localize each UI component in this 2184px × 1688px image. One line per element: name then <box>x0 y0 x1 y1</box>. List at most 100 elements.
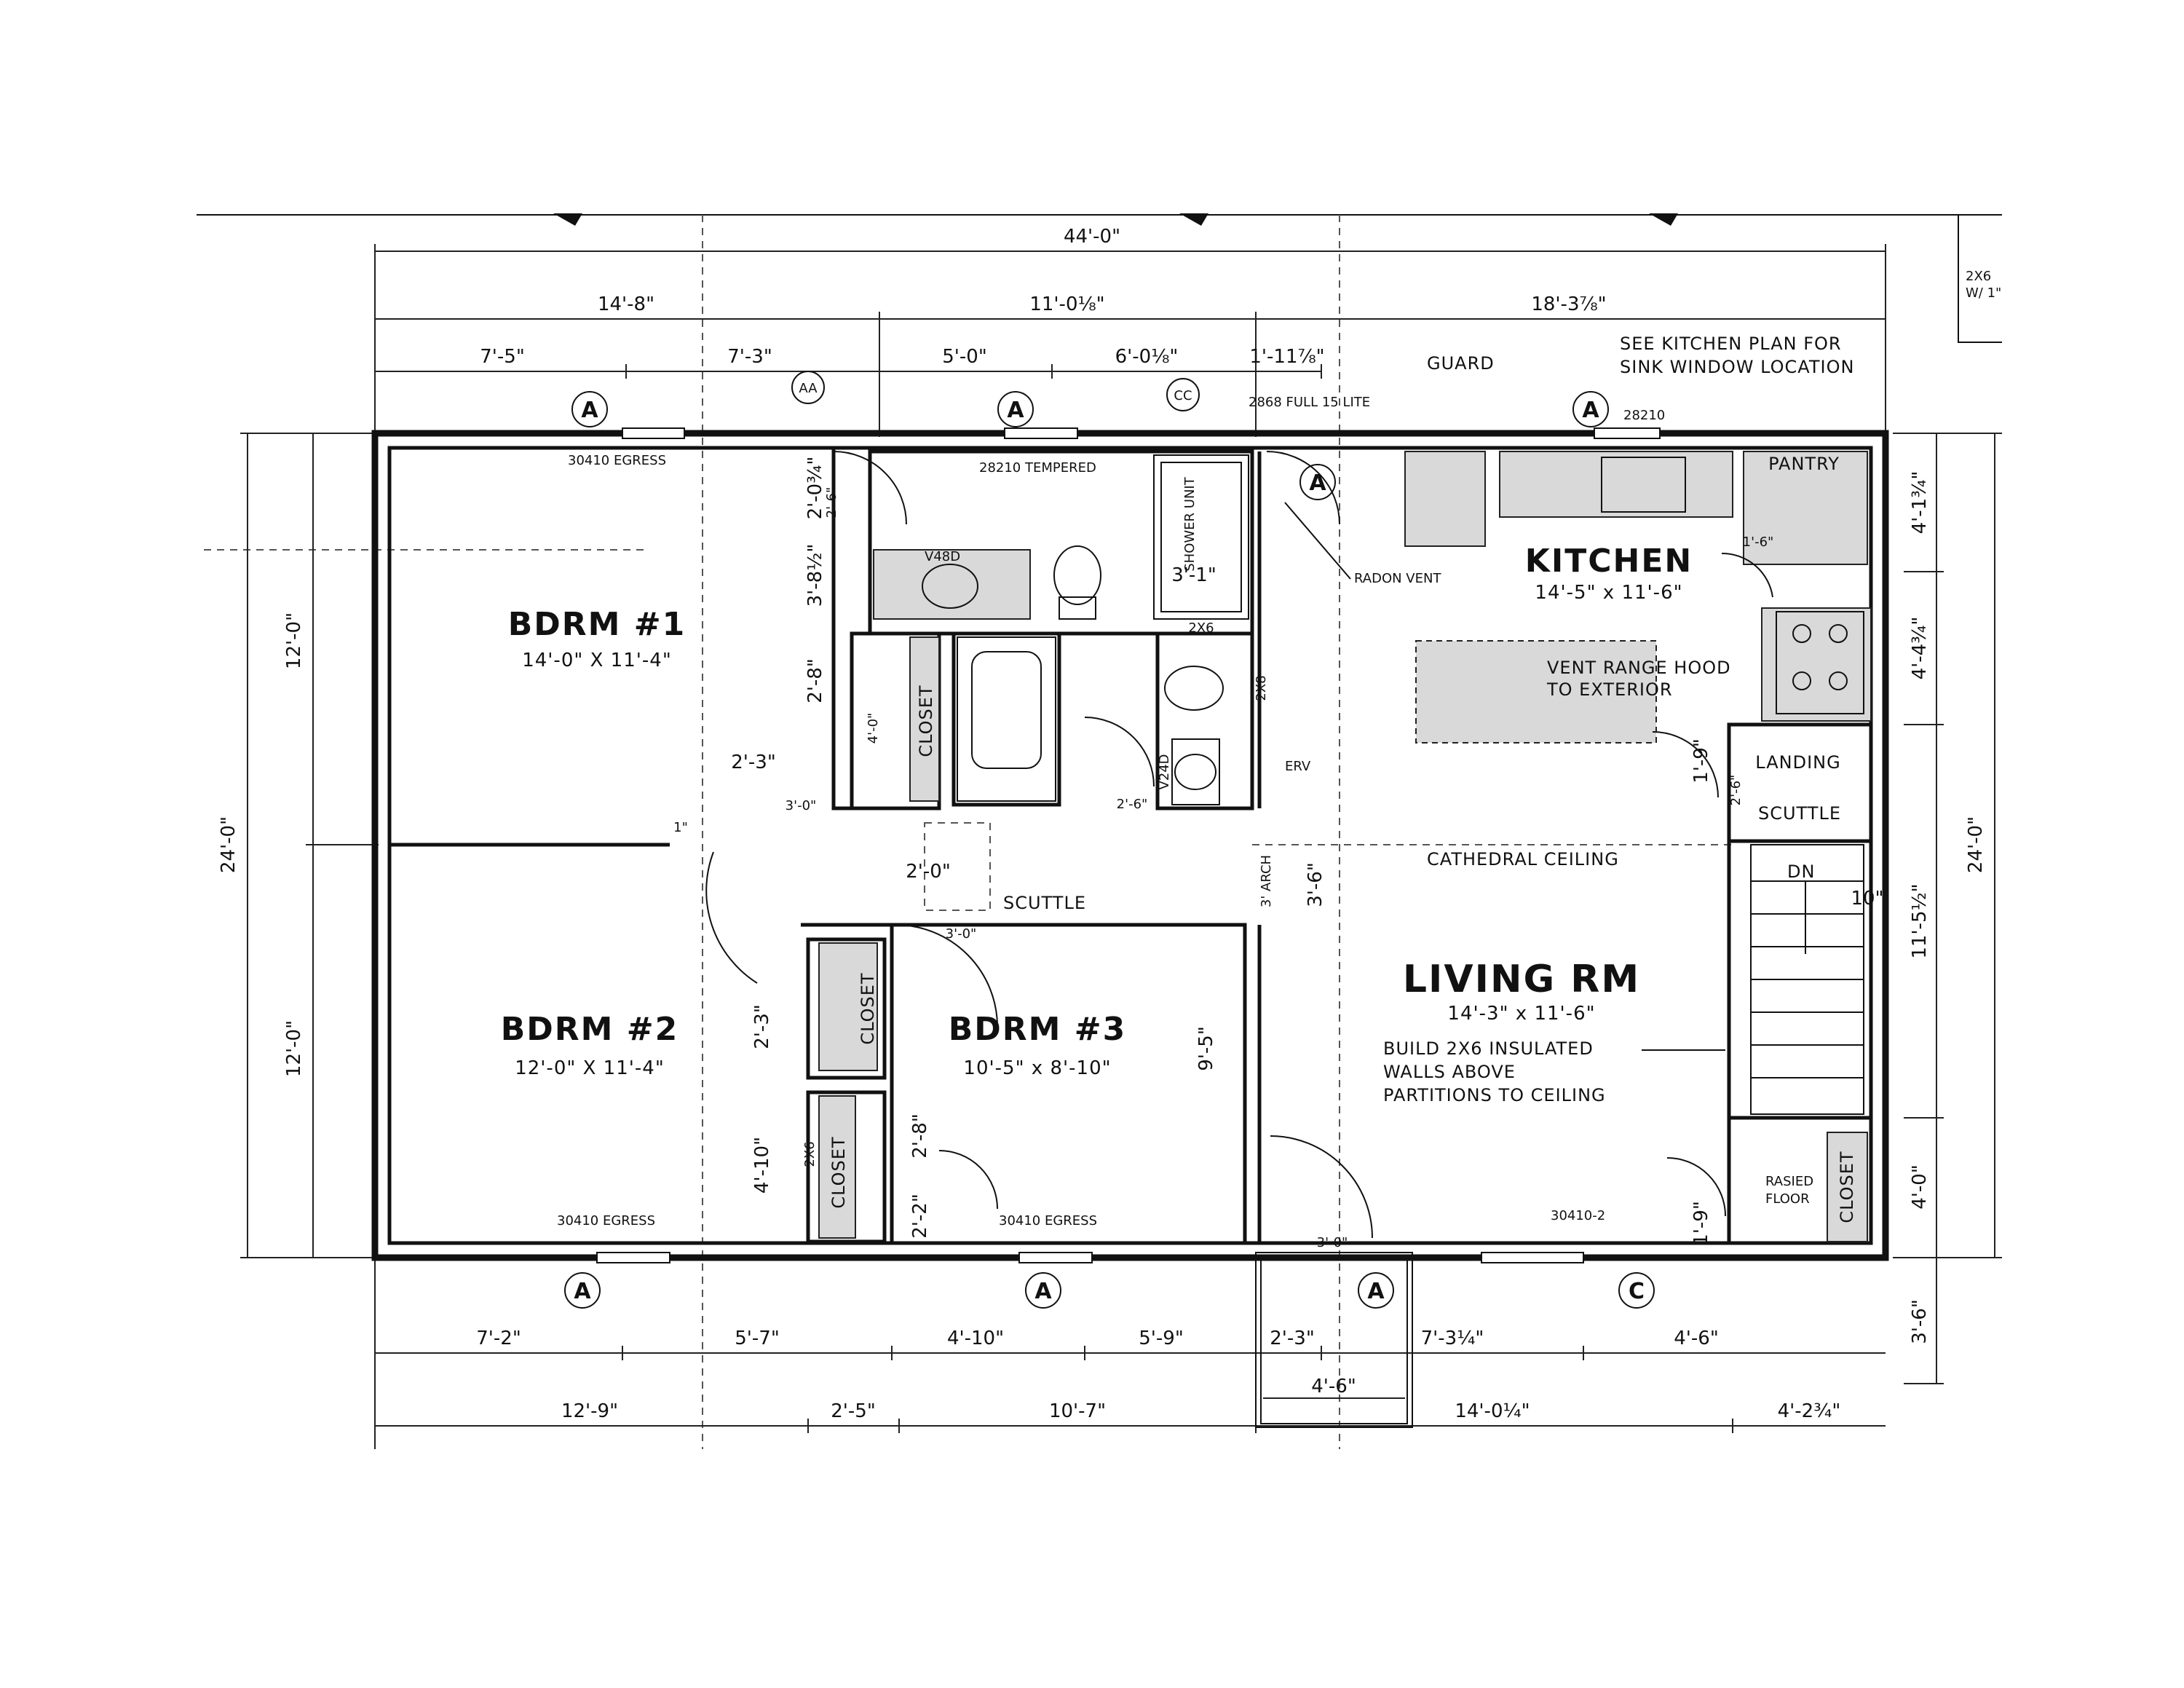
dim-bot-c: 4'-10" <box>947 1328 1004 1349</box>
closet-bdrm1: CLOSET <box>916 685 936 757</box>
idim-21: 9'-5" <box>1195 1026 1217 1071</box>
dim-bot-i: 2'-5" <box>831 1400 876 1422</box>
dim-top-f: 5'-0" <box>942 346 987 368</box>
idim-11: 3'-1" <box>1171 564 1216 586</box>
idim-6: 3'-0" <box>786 798 817 813</box>
closet-bdrm2: CLOSET <box>858 972 878 1044</box>
note-scuttle-1: SCUTTLE <box>1003 893 1086 913</box>
idim-7: 1" <box>673 820 688 835</box>
room-landing: LANDING <box>1755 752 1840 773</box>
dim-overall-top: 44'-0" <box>1064 226 1120 248</box>
detail-tags: A AA A CC A A A A A C <box>564 371 1655 1309</box>
note-build-3: PARTITIONS TO CEILING <box>1383 1085 1606 1105</box>
note-shower-unit: SHOWER UNIT <box>1182 476 1198 571</box>
note-vent-2: TO EXTERIOR <box>1546 679 1673 700</box>
partial-note-1: 2X6 <box>1966 269 1991 284</box>
idim-3: 2'-8" <box>804 658 826 703</box>
tag-c: C <box>1629 1279 1645 1304</box>
note-raised-2: FLOOR <box>1765 1191 1810 1207</box>
room-living-size: 14'-3" x 11'-6" <box>1447 1003 1595 1025</box>
dim-top-a: 14'-8" <box>598 293 654 315</box>
idim-20: 2'-2" <box>909 1194 931 1239</box>
idim-2: 3'-8½" <box>804 544 826 607</box>
room-bdrm3-size: 10'-5" x 8'-10" <box>963 1057 1111 1079</box>
idim-13: 2X8 <box>1254 675 1269 701</box>
idim-23: 1'-9" <box>1690 738 1712 784</box>
room-bdrm3-name: BDRM #3 <box>949 1011 1127 1048</box>
idim-19: 2'-8" <box>909 1113 931 1159</box>
idim-27: 2'-6" <box>1728 775 1744 806</box>
range-icon <box>1776 611 1864 714</box>
closet-bdrm3: CLOSET <box>828 1136 849 1208</box>
dim-top-c: 18'-3⅞" <box>1531 293 1606 315</box>
dim-bot-a: 7'-2" <box>476 1328 521 1349</box>
stair-dn: DN <box>1787 861 1815 882</box>
tag-cc: CC <box>1174 388 1192 403</box>
note-build-1: BUILD 2X6 INSULATED <box>1383 1038 1594 1059</box>
win-door: 2868 FULL 15 LITE <box>1249 395 1370 410</box>
idim-22: 3'-0" <box>1317 1235 1348 1250</box>
idim-5: 2'-3" <box>731 752 776 773</box>
dim-porch: 4'-6" <box>1311 1376 1356 1397</box>
idim-16: 2'-3" <box>751 1004 773 1049</box>
dim-bot-l: 4'-2¾" <box>1778 1400 1841 1422</box>
tag-a-2: A <box>1007 398 1024 423</box>
note-radon: RADON VENT <box>1354 571 1441 586</box>
note-arch: 3' ARCH <box>1259 855 1274 907</box>
dim-bot-k: 14'-0¼" <box>1455 1400 1530 1422</box>
idim-18: 2X6 <box>802 1141 818 1167</box>
note-kitchen-plan-2: SINK WINDOW LOCATION <box>1620 357 1854 377</box>
idim-17: 4'-10" <box>751 1137 773 1194</box>
win-bdrm1: 30410 EGRESS <box>568 453 666 468</box>
sheet-frame: 2X6 W/ 1" <box>197 213 2002 343</box>
win-bath: 28210 TEMPERED <box>979 460 1096 476</box>
doors <box>705 451 1773 1239</box>
dim-right-a: 4'-1¾" <box>1909 471 1931 535</box>
note-scuttle-2: SCUTTLE <box>1758 803 1841 824</box>
tag-a-3: A <box>1309 470 1326 496</box>
room-living-name: LIVING RM <box>1403 958 1640 1001</box>
note-erv: ERV <box>1285 759 1311 774</box>
win-kitchen: 28210 <box>1623 408 1665 423</box>
dim-left-lower: 12'-0" <box>283 1020 305 1077</box>
note-kitchen-plan-1: SEE KITCHEN PLAN FOR <box>1620 334 1842 354</box>
dim-top-d: 7'-5" <box>480 346 525 368</box>
room-bdrm1-name: BDRM #1 <box>508 606 687 643</box>
idim-15: 3'-6" <box>1305 862 1326 907</box>
room-kitchen-size: 14'-5" x 11'-6" <box>1535 582 1682 604</box>
idim-24: 1'-9" <box>1690 1201 1712 1246</box>
win-bdrm2: 30410 EGRESS <box>557 1213 655 1228</box>
note-guard: GUARD <box>1427 353 1495 374</box>
dim-left-upper: 12'-0" <box>283 612 305 669</box>
vanity-v24: V24D <box>1157 754 1172 789</box>
entry-stoop: 4'-6" <box>1255 1252 1413 1428</box>
dim-right-e: 3'-6" <box>1909 1299 1931 1344</box>
dim-bot-e: 2'-3" <box>1270 1328 1315 1349</box>
idim-4: 4'-0" <box>866 713 881 744</box>
reference-lines <box>204 215 1736 1449</box>
note-build-2: WALLS ABOVE <box>1383 1062 1516 1082</box>
vanity-v48: V48D <box>925 549 960 564</box>
tag-a-6: A <box>1034 1279 1052 1304</box>
note-cathedral: CATHEDRAL CEILING <box>1427 849 1619 869</box>
dim-bot-f: 7'-3¼" <box>1421 1328 1484 1349</box>
idim-10: 3'-0" <box>946 926 977 942</box>
dim-top-b: 11'-0⅛" <box>1029 293 1104 315</box>
dim-bot-h: 12'-9" <box>561 1400 618 1422</box>
room-labels: BDRM #1 14'-0" X 11'-4" BDRM #2 12'-0" X… <box>501 454 1857 1223</box>
closet-entry: CLOSET <box>1837 1151 1857 1223</box>
tag-a-1: A <box>581 398 598 423</box>
idim-1: 2'-0¾" <box>804 457 826 520</box>
win-living: 30410-2 <box>1551 1208 1605 1223</box>
dim-right-b: 4'-4¾" <box>1909 617 1931 680</box>
dim-right-c: 11'-5½" <box>1909 883 1931 958</box>
tag-a-4: A <box>1582 398 1599 423</box>
room-pantry: PANTRY <box>1768 454 1840 474</box>
idim-12: 2X6 <box>1188 620 1214 636</box>
dim-bot-d: 5'-9" <box>1139 1328 1184 1349</box>
dim-bot-g: 4'-6" <box>1674 1328 1719 1349</box>
idim-25: 10" <box>1851 888 1883 910</box>
room-kitchen-name: KITCHEN <box>1525 543 1693 580</box>
idim-9: 2'-0" <box>906 861 951 883</box>
